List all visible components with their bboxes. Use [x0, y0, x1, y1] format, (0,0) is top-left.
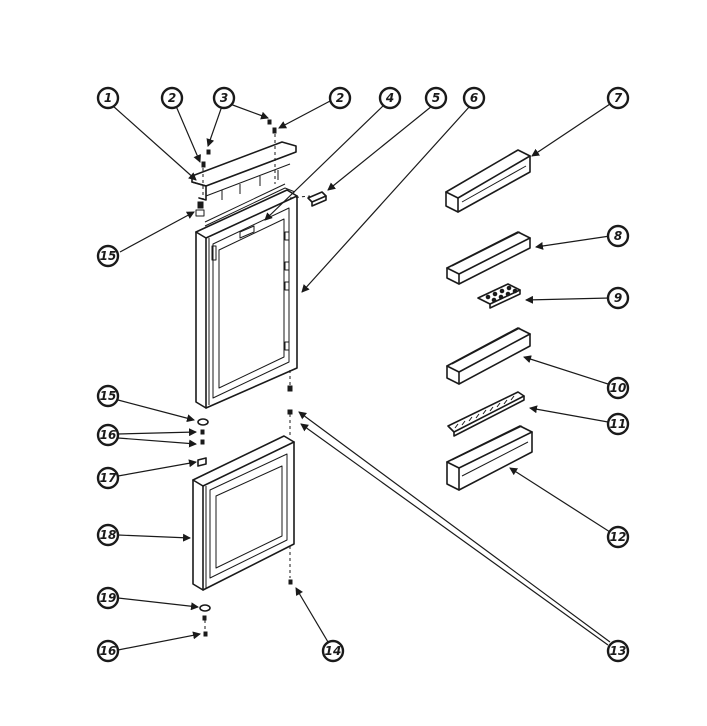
callout-1: 1	[96, 86, 120, 110]
mid-hinge-parts	[197, 370, 293, 467]
callout-label: 16	[100, 428, 117, 442]
callout-label: 12	[610, 530, 627, 544]
callout-label: 19	[100, 591, 117, 605]
callout-12: 12	[606, 525, 630, 549]
callout-label: 4	[385, 91, 394, 105]
callout-label: 18	[100, 528, 117, 542]
bottle-shelf	[446, 425, 533, 491]
callout-15: 15	[96, 384, 120, 408]
callout-label: 1	[104, 91, 112, 105]
callout-label: 10	[610, 381, 627, 395]
callout-label: 3	[220, 91, 228, 105]
door-shelf-middle	[446, 327, 531, 385]
callout-6: 6	[462, 86, 486, 110]
callout-19: 19	[96, 586, 120, 610]
callout-7: 7	[606, 86, 630, 110]
bottom-hinge-parts	[199, 546, 293, 637]
callout-label: 17	[100, 471, 117, 485]
callout-2: 2	[328, 86, 352, 110]
callout-14: 14	[321, 639, 345, 663]
callout-label: 2	[336, 91, 344, 105]
lower-door	[192, 435, 295, 591]
callout-label: 8	[614, 229, 622, 243]
callout-17: 17	[96, 466, 120, 490]
butter-compartment	[445, 149, 531, 213]
callout-9: 9	[606, 286, 630, 310]
egg-tray	[477, 283, 521, 309]
callout-2: 2	[160, 86, 184, 110]
callout-15: 15	[96, 244, 120, 268]
callout-label: 13	[610, 644, 627, 658]
callout-8: 8	[606, 224, 630, 248]
leader-lines	[112, 99, 611, 651]
callout-5: 5	[424, 86, 448, 110]
callout-label: 16	[100, 644, 117, 658]
callout-label: 11	[610, 417, 627, 431]
callout-label: 15	[100, 249, 117, 263]
callout-11: 11	[606, 412, 630, 436]
callout-label: 9	[614, 291, 622, 305]
callout-label: 7	[614, 91, 623, 105]
callout-label: 14	[325, 644, 342, 658]
callout-10: 10	[606, 376, 630, 400]
callout-label: 5	[432, 91, 440, 105]
callout-16: 16	[96, 639, 120, 663]
callout-3: 3	[212, 86, 236, 110]
callout-label: 2	[168, 91, 176, 105]
top-cover	[191, 141, 297, 201]
upper-door	[195, 183, 298, 409]
callout-label: 15	[100, 389, 117, 403]
callout-label: 6	[470, 91, 478, 105]
door-shelf-upper	[446, 231, 531, 285]
callouts: 1 2 3 2 4 5 6 7 8 9 10 11 12 13 14 15 16…	[96, 86, 630, 663]
callout-13: 13	[606, 639, 630, 663]
hinge-parts-top	[195, 119, 327, 217]
bottle-retainer	[447, 391, 525, 437]
callout-16: 16	[96, 423, 120, 447]
callout-4: 4	[378, 86, 402, 110]
callout-18: 18	[96, 523, 120, 547]
